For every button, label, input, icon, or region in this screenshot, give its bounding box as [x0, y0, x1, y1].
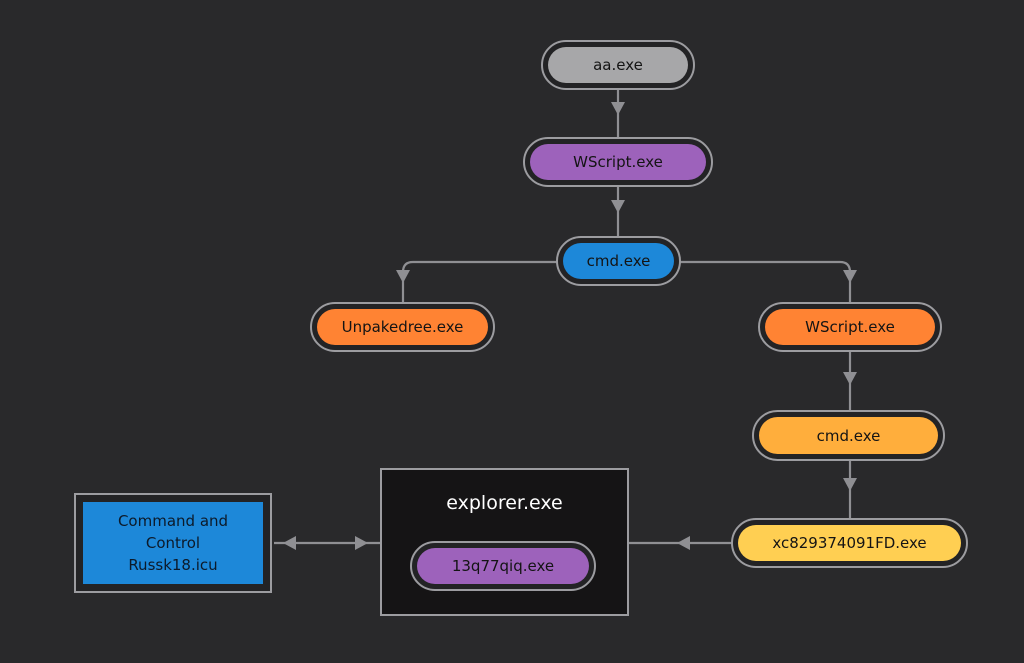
- node-command-and-control: Command and Control Russk18.icu: [74, 493, 272, 593]
- arrowhead: [611, 102, 625, 115]
- node-unpakedree-exe-label: Unpakedree.exe: [317, 309, 488, 345]
- node-aa-exe-label: aa.exe: [548, 47, 688, 83]
- node-wscript-exe: WScript.exe: [523, 137, 713, 187]
- arrowhead: [283, 536, 296, 550]
- node-wscript-exe-label: WScript.exe: [530, 144, 706, 180]
- node-cmd-exe-2-label: cmd.exe: [759, 417, 938, 454]
- arrowhead: [843, 270, 857, 283]
- c2-line-1: Command and: [117, 512, 229, 530]
- node-cmd-exe-2: cmd.exe: [752, 410, 945, 461]
- arrowhead: [396, 270, 410, 283]
- edge-cmd-to-wscript2: [679, 260, 852, 304]
- node-cmd-exe: cmd.exe: [556, 236, 681, 286]
- node-xc829374091fd-exe-label: xc829374091FD.exe: [738, 525, 961, 561]
- node-13q77qiq-exe: 13q77qiq.exe: [410, 541, 596, 591]
- node-wscript-exe-2: WScript.exe: [758, 302, 942, 352]
- arrowhead: [355, 536, 368, 550]
- explorer-exe-title: explorer.exe: [446, 492, 563, 514]
- node-13q77qiq-exe-label: 13q77qiq.exe: [417, 548, 589, 584]
- command-and-control-label: Command and Control Russk18.icu: [83, 502, 263, 584]
- node-unpakedree-exe: Unpakedree.exe: [310, 302, 495, 352]
- c2-line-3: Russk18.icu: [128, 556, 218, 574]
- arrowhead: [843, 478, 857, 491]
- c2-line-2: Control: [145, 534, 201, 552]
- node-xc829374091fd-exe: xc829374091FD.exe: [731, 518, 968, 568]
- node-explorer-exe: explorer.exe 13q77qiq.exe: [380, 468, 629, 616]
- node-cmd-exe-label: cmd.exe: [563, 243, 674, 279]
- node-wscript-exe-2-label: WScript.exe: [765, 309, 935, 345]
- arrowhead: [843, 372, 857, 385]
- edge-cmd-to-unpakedree: [401, 260, 558, 304]
- arrowhead: [611, 200, 625, 213]
- node-aa-exe: aa.exe: [541, 40, 695, 90]
- arrowhead: [677, 536, 690, 550]
